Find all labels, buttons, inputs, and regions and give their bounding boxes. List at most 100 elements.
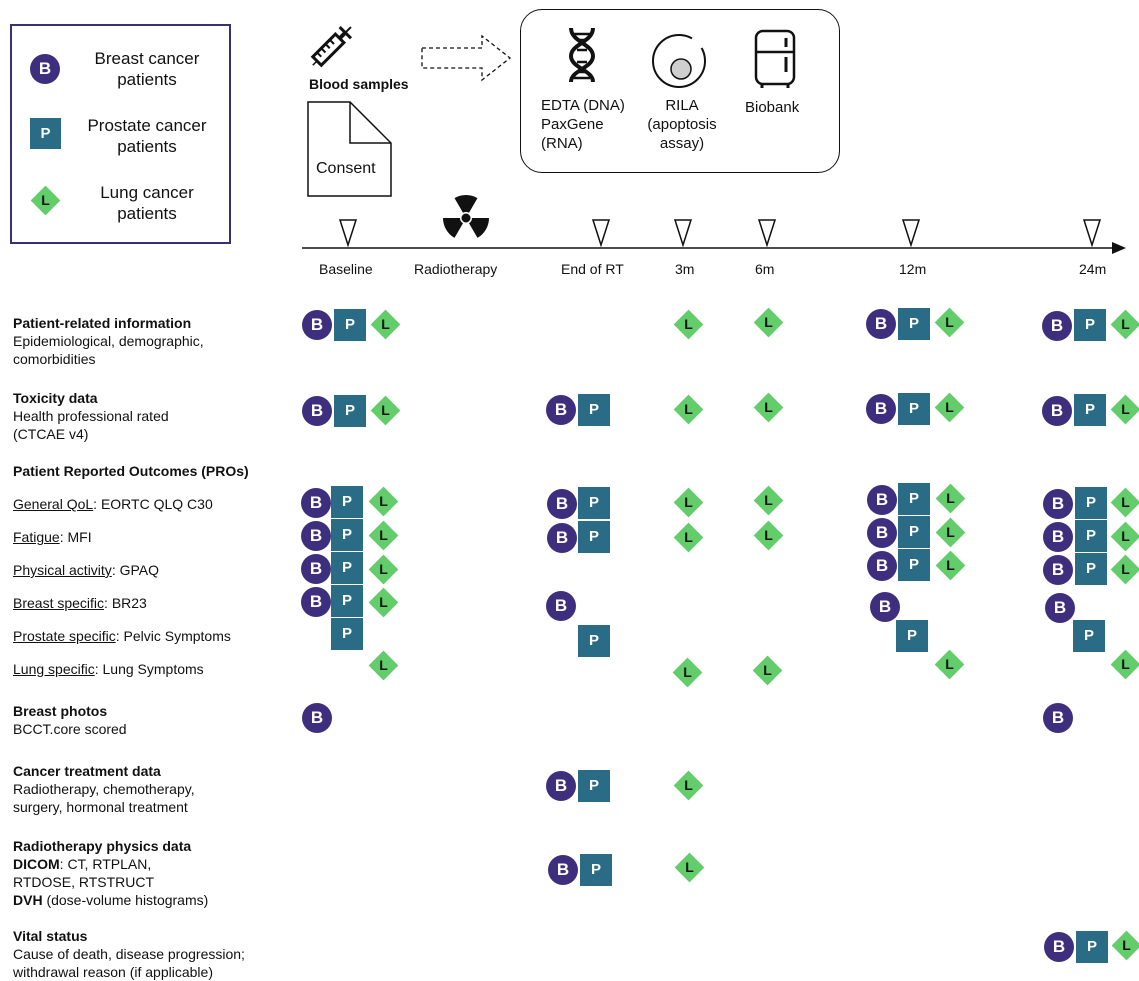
lung-marker-icon: L — [752, 655, 783, 686]
timeline-axis — [302, 219, 1126, 254]
breast-marker-icon: B — [302, 310, 332, 340]
prostate-marker-icon: P — [580, 854, 612, 886]
lung-marker-icon: L — [1110, 394, 1139, 425]
breast-marker-icon: B — [1043, 555, 1073, 585]
fridge-icon — [754, 29, 796, 88]
document-icon — [307, 101, 392, 197]
lung-marker-icon: L — [935, 517, 966, 548]
breast-marker-icon: B — [866, 309, 896, 339]
radiation-icon — [443, 195, 489, 238]
breast-marker-icon: B — [547, 523, 577, 553]
prostate-marker-icon: P — [1074, 394, 1106, 426]
lung-marker-icon: L — [673, 522, 704, 553]
timeline-label-radiotherapy: Radiotherapy — [414, 261, 498, 277]
breast-marker-icon: B — [1042, 311, 1072, 341]
lung-marker-icon: L — [1111, 930, 1139, 961]
legend-lung-label: Lung cancer patients — [100, 183, 194, 223]
prostate-marker-icon: P — [578, 394, 610, 426]
lung-marker-icon: L — [673, 487, 704, 518]
prostate-marker-icon: P — [578, 625, 610, 657]
dna-icon — [568, 27, 596, 83]
breast-marker-icon: B — [546, 395, 576, 425]
prostate-marker-icon: P — [898, 483, 930, 515]
breast-marker-icon: B — [1043, 489, 1073, 519]
lung-marker-icon: L — [935, 550, 966, 581]
breast-marker-icon: B — [870, 592, 900, 622]
breast-marker-icon: B — [301, 587, 331, 617]
lung-marker-icon: L — [753, 485, 784, 516]
lung-marker-icon: L — [673, 770, 704, 801]
prostate-marker-icon: P — [1074, 309, 1106, 341]
consent-label: Consent — [316, 160, 376, 177]
prostate-marker-icon: P — [1076, 931, 1108, 963]
lung-marker-icon: L — [753, 520, 784, 551]
edta-label: EDTA (DNA)PaxGene(RNA) — [541, 97, 625, 152]
prostate-marker-icon: P — [898, 549, 930, 581]
lung-marker-icon: L — [935, 483, 966, 514]
row-breast-photos: Breast photos BCCT.core scored — [13, 703, 127, 737]
breast-marker-icon: B — [301, 521, 331, 551]
blood-samples-label: Blood samples — [309, 76, 409, 92]
timeline-label-baseline: Baseline — [319, 261, 373, 277]
row-general-qol: General QoL: EORTC QLQ C30 — [13, 496, 213, 512]
prostate-marker-icon: P — [331, 519, 363, 551]
prostate-marker-icon: P — [578, 521, 610, 553]
breast-marker-icon: B — [867, 518, 897, 548]
lung-marker-icon: L — [673, 309, 704, 340]
prostate-marker-icon: P — [334, 395, 366, 427]
breast-marker-icon: B — [548, 855, 578, 885]
breast-marker-icon: B — [302, 703, 332, 733]
lung-marker-icon: L — [1110, 487, 1139, 518]
lung-marker-icon: L — [1110, 649, 1139, 680]
lung-marker-icon: L — [368, 587, 399, 618]
lung-marker-icon: L — [934, 392, 965, 423]
syringe-icon — [310, 25, 353, 68]
breast-marker-icon: B — [1045, 593, 1075, 623]
row-breast-specific: Breast specific: BR23 — [13, 595, 147, 611]
lung-marker-icon: L — [934, 307, 965, 338]
row-vital-status: Vital status Cause of death, disease pro… — [13, 928, 245, 980]
breast-marker-icon: B — [1043, 703, 1073, 733]
lung-marker-icon: L — [368, 650, 399, 681]
lung-marker-icon: L — [673, 394, 704, 425]
breast-marker-icon: B — [547, 489, 577, 519]
timeline-label-end-of-rt: End of RT — [561, 261, 624, 277]
lung-marker-icon: L — [753, 307, 784, 338]
row-treatment: Cancer treatment data Radiotherapy, chem… — [13, 763, 195, 815]
row-patient-info: Patient-related information Epidemiologi… — [13, 315, 204, 367]
timeline-label-12m: 12m — [899, 261, 927, 277]
prostate-marker-icon: P — [331, 486, 363, 518]
breast-marker-icon: B — [1043, 522, 1073, 552]
lung-marker-icon: L — [674, 852, 705, 883]
row-pros-title: Patient Reported Outcomes (PROs) — [13, 463, 249, 479]
prostate-marker-icon: P — [578, 770, 610, 802]
row-physics: Radiotherapy physics data DICOM: CT, RTP… — [13, 838, 209, 908]
breast-marker-icon: B — [867, 485, 897, 515]
breast-marker-icon: B — [302, 396, 332, 426]
row-fatigue: Fatigue: MFI — [13, 529, 92, 545]
timeline-label-24m: 24m — [1079, 261, 1107, 277]
lung-marker-icon: L — [934, 649, 965, 680]
breast-marker-icon: B — [546, 771, 576, 801]
lung-marker-icon: L — [672, 657, 703, 688]
breast-marker-icon: B — [301, 488, 331, 518]
legend-box: B Breast cancer patients P Prostate canc… — [10, 24, 231, 244]
row-physical-activity: Physical activity: GPAQ — [13, 562, 160, 578]
row-prostate-specific: Prostate specific: Pelvic Symptoms — [13, 628, 231, 644]
petri-dish-icon — [652, 34, 706, 88]
row-lung-specific: Lung specific: Lung Symptoms — [13, 661, 204, 677]
lung-marker-icon: L — [1110, 309, 1139, 340]
lung-marker-icon: L — [1110, 554, 1139, 585]
breast-marker-icon: B — [30, 54, 60, 84]
prostate-marker-icon: P — [331, 585, 363, 617]
prostate-marker-icon: P — [331, 552, 363, 584]
lung-marker-icon: L — [368, 520, 399, 551]
lung-marker-icon: L — [368, 486, 399, 517]
prostate-marker-icon: P — [331, 618, 363, 650]
legend-breast-label: Breast cancer patients — [94, 49, 200, 89]
lung-marker-icon: L — [753, 392, 784, 423]
lung-marker-icon: L — [1110, 521, 1139, 552]
prostate-marker-icon: P — [1073, 620, 1105, 652]
prostate-marker-icon: P — [1075, 520, 1107, 552]
prostate-marker-icon: P — [896, 620, 928, 652]
